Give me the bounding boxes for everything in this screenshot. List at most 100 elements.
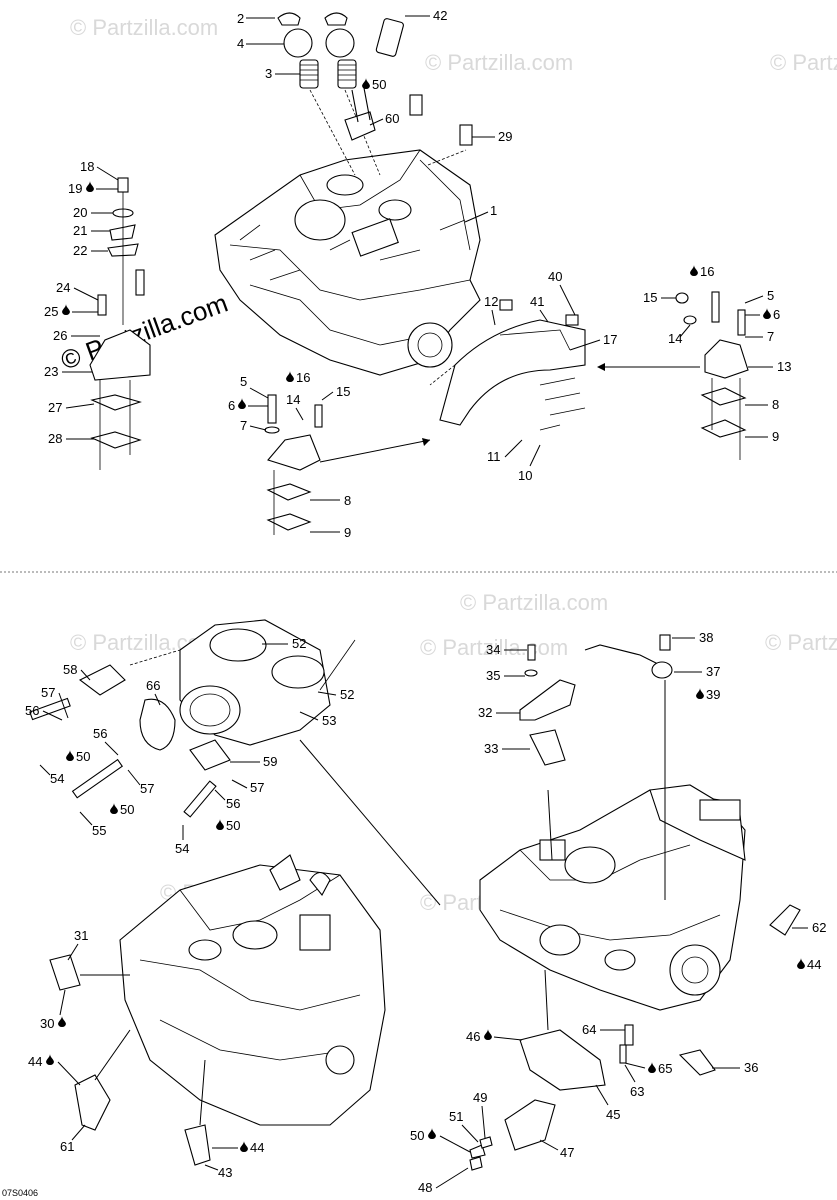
callout-label: 57 <box>41 685 55 700</box>
right-mount <box>597 291 749 460</box>
callout-label: 57 <box>250 780 264 795</box>
watermark-group: © Partzilla.com © Partzilla.com © Partzi… <box>57 15 837 915</box>
callout-label: 61 <box>60 1139 74 1154</box>
callout-label: 65 <box>658 1061 672 1076</box>
callout-label: 50 <box>76 749 90 764</box>
callout-label: 32 <box>478 705 492 720</box>
callout-label: 64 <box>582 1022 596 1037</box>
callout-label: 6 <box>228 398 235 413</box>
callout-label: 36 <box>744 1060 758 1075</box>
callout-label: 48 <box>418 1180 432 1195</box>
callout-label: 50 <box>120 802 134 817</box>
callout-label: 53 <box>322 713 336 728</box>
temperature-sensor <box>619 1024 716 1076</box>
callout-label: 23 <box>44 364 58 379</box>
solenoid-assembly <box>469 1099 556 1171</box>
callout-label: 3 <box>265 66 272 81</box>
callout-label: 15 <box>336 384 350 399</box>
callout-label: 28 <box>48 431 62 446</box>
callout-label: 55 <box>92 823 106 838</box>
spring-clip-assembly <box>277 12 381 176</box>
callout-label: 16 <box>296 370 310 385</box>
callout-label: 22 <box>73 243 87 258</box>
sensor-bracket <box>519 644 576 861</box>
callout-label: 16 <box>700 264 714 279</box>
callout-label: 11 <box>487 449 501 464</box>
callout-label: 52 <box>340 687 354 702</box>
callout-label: 34 <box>486 642 500 657</box>
watermark-text: © Partzilla.com <box>70 15 218 40</box>
starter-motor <box>519 969 606 1091</box>
callout-label: 35 <box>486 668 500 683</box>
engine-side-view <box>479 784 746 1011</box>
callout-label: 8 <box>772 397 779 412</box>
callout-label: 24 <box>56 280 70 295</box>
callout-label: 44 <box>250 1140 264 1155</box>
fitting-part <box>769 904 801 936</box>
callout-label: 44 <box>28 1054 42 1069</box>
engine-rear-view <box>49 854 386 1166</box>
callout-label: 31 <box>74 928 88 943</box>
watermark-text: © Partzilla.com <box>420 635 568 660</box>
callout-label: 41 <box>530 294 544 309</box>
callout-label: 4 <box>237 36 244 51</box>
callout-label: 39 <box>706 687 720 702</box>
callout-label: 5 <box>240 374 247 389</box>
engine-top <box>214 149 481 376</box>
callout-label: 25 <box>44 304 58 319</box>
callout-label: 56 <box>226 796 240 811</box>
callout-label: 47 <box>560 1145 574 1160</box>
bracket-part <box>344 87 473 166</box>
callout-label: 50 <box>226 818 240 833</box>
callout-label: 37 <box>706 664 720 679</box>
callout-label: 12 <box>484 294 498 309</box>
callout-label: 1 <box>490 203 497 218</box>
callout-label: 7 <box>767 329 774 344</box>
callout-label: 66 <box>146 678 160 693</box>
callout-label: 63 <box>630 1084 644 1099</box>
callout-label: 50 <box>372 77 386 92</box>
callout-label: 52 <box>292 636 306 651</box>
starter-bracket <box>429 299 586 431</box>
callout-label: 21 <box>73 223 87 238</box>
callout-label: 60 <box>385 111 399 126</box>
callout-label: 7 <box>240 418 247 433</box>
callout-label: 9 <box>344 525 351 540</box>
callout-label: 27 <box>48 400 62 415</box>
callout-label: 9 <box>772 429 779 444</box>
knock-sensor <box>584 634 673 900</box>
callout-label: 62 <box>812 920 826 935</box>
callout-label: 2 <box>237 11 244 26</box>
callout-label: 20 <box>73 205 87 220</box>
callout-label: 17 <box>603 332 617 347</box>
diagram-reference-code: 07S0406 <box>2 1188 38 1198</box>
callout-label: 42 <box>433 8 447 23</box>
callout-label: 30 <box>40 1016 54 1031</box>
callout-label: 26 <box>53 328 67 343</box>
callout-labels: 2 4 3 42 50 60 29 1 18 19 20 21 22 24 25… <box>25 8 826 1195</box>
callout-label: 44 <box>807 957 821 972</box>
callout-label: 19 <box>68 181 82 196</box>
watermark-text: © Partzilla.com <box>770 50 837 75</box>
callout-label: 5 <box>767 288 774 303</box>
callout-label: 6 <box>773 307 780 322</box>
callout-label: 29 <box>498 129 512 144</box>
callout-label: 54 <box>50 771 64 786</box>
callout-label: 40 <box>548 269 562 284</box>
callout-label: 15 <box>643 290 657 305</box>
watermark-text: © Partzilla.com <box>425 50 573 75</box>
left-mount-stack <box>89 177 151 470</box>
left-small-mount <box>264 394 431 535</box>
callout-label: 18 <box>80 159 94 174</box>
callout-label: 43 <box>218 1165 232 1180</box>
callout-label: 59 <box>263 754 277 769</box>
watermark-text: © Partzilla.com <box>765 630 837 655</box>
sleeve-part <box>375 18 404 57</box>
callout-label: 33 <box>484 741 498 756</box>
callout-label: 58 <box>63 662 77 677</box>
callout-label: 38 <box>699 630 713 645</box>
callout-label: 49 <box>473 1090 487 1105</box>
callout-label: 8 <box>344 493 351 508</box>
watermark-text: © Partzilla.com <box>460 590 608 615</box>
callout-label: 56 <box>25 703 39 718</box>
